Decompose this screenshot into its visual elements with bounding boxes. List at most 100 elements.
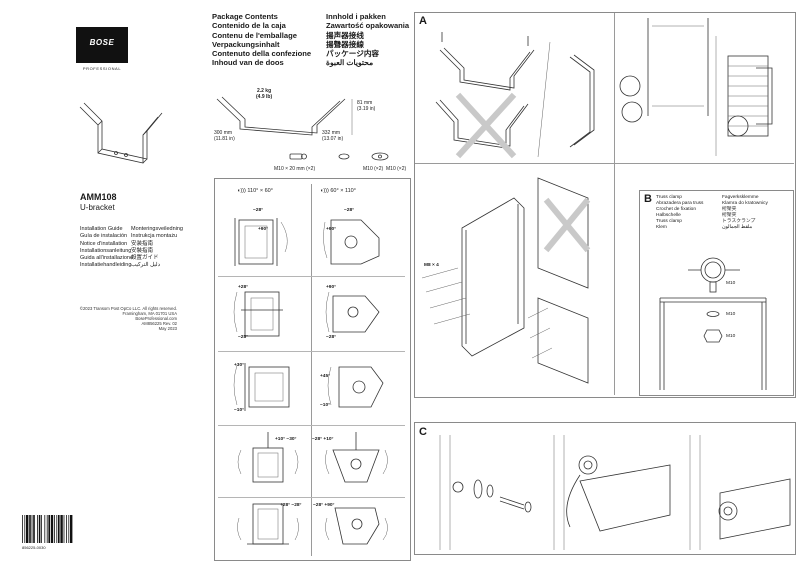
truss-clamp-label: Klem <box>656 225 667 230</box>
package-title: Innhold i pakken <box>326 12 386 21</box>
truss-clamp-diagram <box>659 257 767 390</box>
depth-label: 332 mm (13.07 in) <box>322 130 343 142</box>
speaker-front-diagram <box>234 218 288 266</box>
angles-header-right: ◖))) 60° × 110° <box>320 188 356 194</box>
guide-title: Guía de instalación <box>80 233 128 240</box>
barcode-bar <box>24 515 26 543</box>
width-value-in: (11.81 in) <box>214 136 235 142</box>
angles-header-left: ◖))) 110° × 60° <box>237 188 273 194</box>
guide-title: Instrukcja montażu <box>131 233 178 240</box>
speaker-front-diagram <box>233 363 290 411</box>
hw-washer: M10 (×2) <box>363 166 384 172</box>
guide-titles-left: Installation Guide Guía de instalación N… <box>80 226 133 270</box>
barcode-bar <box>66 515 67 543</box>
panel-a-label: A <box>419 15 427 27</box>
depth-value-in: (13.07 in) <box>322 136 344 142</box>
angle-label: +45° <box>320 374 331 379</box>
barcode-bar <box>68 515 70 543</box>
guide-title: 安裝指南 <box>131 247 154 254</box>
truss-clamp-label: Klamra do kratownicy <box>722 201 768 206</box>
barcode-bar <box>31 515 33 543</box>
angle-label: −28° +90° <box>313 503 335 508</box>
guide-title: 安装指南 <box>131 240 154 247</box>
barcode-bar <box>38 515 41 543</box>
guide-title: Installationsanleitung <box>80 247 132 254</box>
copyright-line: BoseProfessional.com <box>135 316 177 321</box>
angle-rows: −28° +90° −28° +90° +28° −28° +90° −28° … <box>216 200 406 555</box>
guide-title: Installatiehandleiding <box>80 262 132 269</box>
package-title: Contenu de l'emballage <box>212 30 297 40</box>
guide-title: 設置ガイド <box>131 255 159 262</box>
package-title: パッケージ内容 <box>326 49 380 59</box>
package-title: Package Contents <box>212 12 278 21</box>
angle-label: −28° <box>344 208 355 213</box>
speaker-side-diagram <box>325 432 388 483</box>
hw-nut: M10 (×2) <box>386 166 407 172</box>
speaker-front-diagram <box>237 503 299 545</box>
m10-label: M10 <box>726 281 736 286</box>
speaker-side-diagram <box>323 219 380 265</box>
truss-clamp-label: トラスクランプ <box>722 219 756 224</box>
panel-c <box>414 422 796 555</box>
screw-label: M8 × 4 <box>424 263 439 268</box>
panel-a-divider <box>415 163 794 164</box>
angle-label: +90° <box>326 285 337 290</box>
row-divider <box>218 276 405 277</box>
guide-title: دليل التركيب <box>131 262 161 269</box>
height-label: 81 mm (3.19 in) <box>357 100 375 112</box>
package-title: 揚声器接线 <box>326 30 364 40</box>
barcode-bar <box>46 515 48 543</box>
row-divider <box>218 425 405 426</box>
barcode-bar <box>54 515 55 543</box>
angle-label: −28° <box>253 208 264 213</box>
barcode <box>22 515 73 543</box>
truss-clamp-labels-right: Fagverksklemme Klamra do kratownicy 桁架夹 … <box>722 195 768 231</box>
copyright-line: AM856225 Rev. 02 <box>141 321 177 326</box>
angle-label: +10° −30° <box>275 437 297 442</box>
guide-title: Monteringsveiledning <box>131 226 183 232</box>
truss-clamp-label: Abrazadera para truss <box>656 201 704 206</box>
package-contents-right: Innhold i pakken Zawartość opakowania 揚声… <box>326 12 409 68</box>
truss-clamp-label: 桁架夾 <box>722 213 737 218</box>
weight-value: 2.2 kg <box>256 88 272 94</box>
copyright-line: May 2023 <box>158 326 177 331</box>
width-label: 300 mm (11.81 in) <box>214 130 235 142</box>
row-divider <box>218 497 405 498</box>
barcode-bar <box>60 515 63 543</box>
hw-bolt: M10 × 20 mm (×2) <box>274 166 316 172</box>
panel-a-divider <box>614 13 615 163</box>
barcode-bar <box>26 515 29 543</box>
width-value: 300 mm <box>214 130 233 136</box>
barcode-bar <box>48 515 50 543</box>
depth-value: 332 mm <box>322 130 341 136</box>
wall-mount-diagram <box>619 18 773 156</box>
bracket-illustration <box>79 102 163 164</box>
weight-value-lb: (4.9 lb) <box>256 94 273 100</box>
barcode-bar <box>22 515 23 543</box>
angle-label: −28° +10° <box>312 437 334 442</box>
truss-clamp-label: Truss clamp <box>656 219 682 224</box>
angle-grid-divider <box>311 184 312 556</box>
bose-logo: BOSE <box>76 27 128 63</box>
angle-label: +90° <box>258 227 269 232</box>
angle-label: +28° −28° <box>280 503 302 508</box>
speaker-side-diagram <box>327 366 384 408</box>
guide-title: Notice d'installation <box>80 240 128 247</box>
panel-a-divider <box>614 164 615 395</box>
angle-label: −28° <box>238 335 249 340</box>
guide-title: Guida all'installazione <box>80 255 134 262</box>
truss-clamp-label: Crochet de fixation <box>656 207 696 212</box>
truss-clamp-label: Fagverksklemme <box>722 195 759 200</box>
package-title: Inhoud van de doos <box>212 58 284 68</box>
speaker-side-diagram <box>325 291 380 333</box>
panel-b-label: B <box>644 193 652 205</box>
brand-sub: PROFESSIONAL <box>82 66 122 71</box>
m10-label: M10 <box>726 334 736 339</box>
copyright-line: ©2023 Transom Post OpCo LLC. All rights … <box>79 306 177 311</box>
barcode-bar <box>63 515 65 543</box>
product-name: AMM108 <box>80 192 117 202</box>
sound-icon: ◖))) <box>320 188 329 194</box>
truss-clamp-label: Truss clamp <box>656 195 682 200</box>
row-divider <box>218 351 405 352</box>
barcode-bar <box>56 515 58 543</box>
